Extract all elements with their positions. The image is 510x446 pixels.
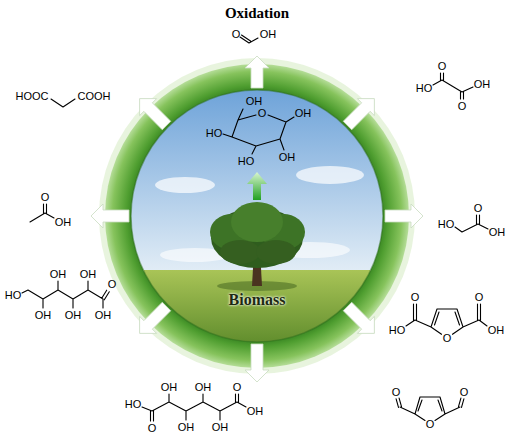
atom-label: O [475,291,484,303]
block-arrow [245,56,269,88]
landscape-picture [131,90,383,272]
atom-label: O [108,278,117,290]
atom-label: OH [260,28,277,40]
ring [99,58,415,374]
atom-label: OH [35,309,52,321]
ring [105,64,409,368]
block-arrow [245,344,269,382]
atom-label: O [443,332,452,344]
atom-label: OH [195,381,212,393]
block-arrow [131,298,175,342]
atom-label: O [458,100,467,112]
block-arrow [339,298,383,342]
atom-label: HO [238,155,255,167]
atom-label: O [411,291,420,303]
atom-label: O [232,28,241,40]
atom-label: O [258,107,267,119]
atom-label: OH [474,78,491,90]
chemical-bonds [51,99,75,107]
block-arrow [385,204,423,228]
atom-label: HO [125,398,142,410]
chemical-bonds [30,204,54,222]
chemical-bonds [406,304,487,334]
chemical-bonds [455,215,488,232]
landscape-picture [296,166,364,184]
atom-label: O [233,381,242,393]
atom-label: OH [80,268,97,280]
atom-label: OH [488,324,505,336]
chemical-bonds [396,397,464,421]
atom-label: HO [438,218,455,230]
atom-label: O [474,202,483,214]
atom-label: OH [50,268,67,280]
atom-label: HO [5,289,22,301]
chemical-bonds [22,35,488,421]
atom-label: OH [212,421,229,433]
block-arrow [131,90,175,134]
block-arrow [339,90,383,134]
landscape-picture [131,90,383,350]
landscape-picture [220,240,260,264]
atom-label: HOOC [16,90,49,102]
atom-label: O [41,191,50,203]
atom-label: OH [65,309,82,321]
atom-label: O [460,386,469,398]
atom-label: O [438,60,447,72]
atom-label: OH [295,107,312,119]
atom-label: HO [206,127,223,139]
atom-label: OH [178,421,195,433]
atom-label: OH [279,151,296,163]
green-arrow [247,172,267,200]
block-arrow [91,56,423,382]
atom-label: OH [95,309,112,321]
diagram-title: Oxidation [225,4,289,22]
atom-label: COOH [78,90,111,102]
chemical-bonds [142,394,246,421]
landscape-picture [256,240,296,264]
chemical-bonds [433,73,473,99]
landscape-picture [155,177,215,193]
block-arrow [91,204,129,228]
atom-label: OH [55,216,72,228]
atom-label: O [148,422,157,434]
picture-label: Biomass [229,291,286,309]
atom-label: HO [416,82,433,94]
ring [99,58,415,374]
atom-label: OH [161,381,178,393]
atom-label: OH [246,95,263,107]
atom-label: OH [489,226,506,238]
atom-label: O [426,418,435,430]
atom-label: O [392,386,401,398]
inner-edge [131,90,383,342]
chemical-bonds [22,281,109,308]
chemical-bonds [240,35,258,43]
atom-label: HO [389,324,406,336]
landscape-picture [231,202,283,242]
atom-label: OH [247,405,264,417]
